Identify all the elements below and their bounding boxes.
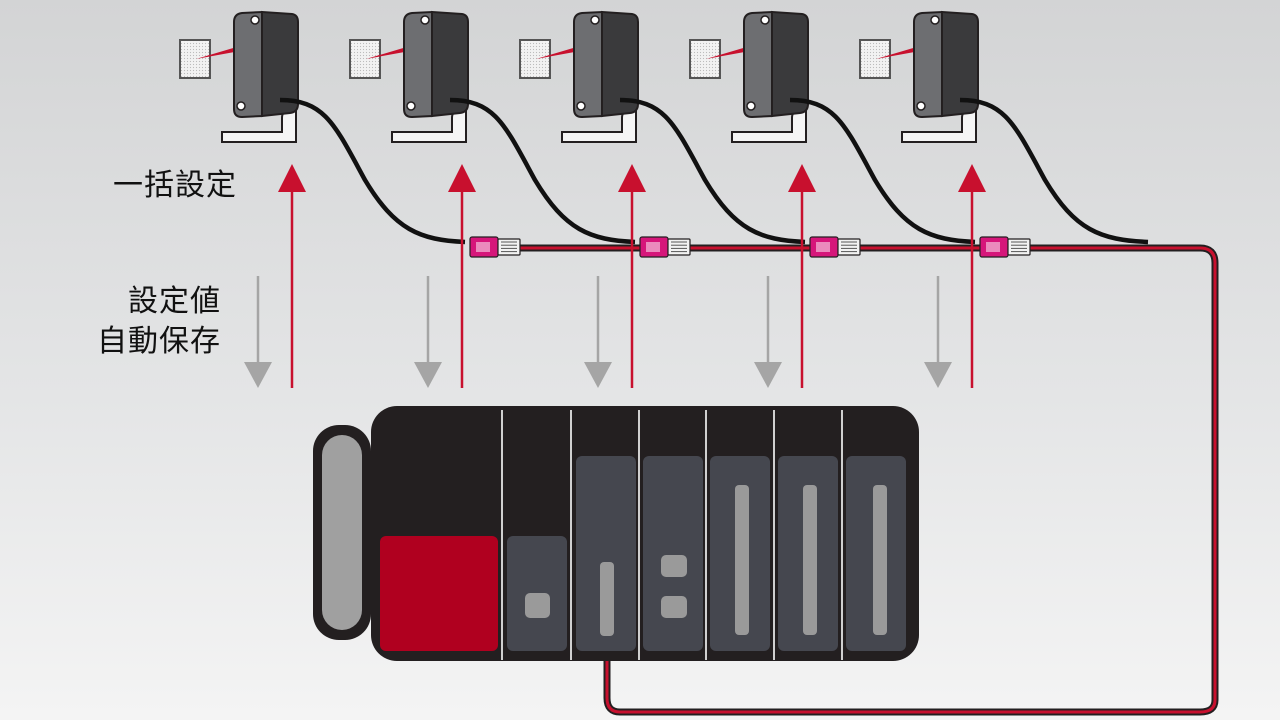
plc-module-3-slot xyxy=(735,485,749,635)
sensor-screw-top xyxy=(930,15,940,25)
batch-setting-arrow-head xyxy=(448,164,476,192)
plc-module-2 xyxy=(643,456,703,651)
sensor-body-front xyxy=(233,10,263,119)
sensor-screw-bottom xyxy=(916,101,926,111)
plc-red-module xyxy=(380,536,498,651)
connector-jack xyxy=(667,238,691,256)
auto-save-arrow-head xyxy=(244,362,272,388)
batch-setting-arrow-head xyxy=(278,164,306,192)
auto-save-arrow-head xyxy=(584,362,612,388)
arrow-group xyxy=(244,164,986,388)
sensor-body-front xyxy=(743,10,773,119)
batch-setting-label: 一括設定 xyxy=(113,168,237,203)
laser-beam xyxy=(706,46,750,59)
connector-highlight xyxy=(986,242,1000,252)
sensor-cable xyxy=(449,97,636,245)
sensor-body-front xyxy=(403,10,433,119)
rj45-connector-icon xyxy=(979,236,1031,258)
sensor-screw-bottom xyxy=(406,101,416,111)
sensor-body-front xyxy=(573,10,603,119)
connector-highlight xyxy=(816,242,830,252)
sensor-group xyxy=(179,10,979,143)
bus-cable-return-red xyxy=(470,246,1217,714)
laser-beam xyxy=(536,46,580,59)
sensor-screw-top xyxy=(760,15,770,25)
laser-sensor-icon xyxy=(179,10,299,143)
auto-save-label-line1: 設定値 xyxy=(128,284,221,319)
sensor-cable xyxy=(279,97,466,245)
auto-save-arrow-head xyxy=(414,362,442,388)
connector-jack xyxy=(837,238,861,256)
reflector-target xyxy=(519,39,551,79)
cable-group xyxy=(279,97,1149,245)
batch-setting-arrow-head xyxy=(958,164,986,192)
rj45-connector-icon xyxy=(469,236,521,258)
plc-rack-icon xyxy=(313,406,919,661)
sensor-screw-top xyxy=(590,15,600,25)
connector-jack xyxy=(497,238,521,256)
sensor-screw-bottom xyxy=(236,101,246,111)
reflector-target xyxy=(179,39,211,79)
auto-save-arrow-head xyxy=(924,362,952,388)
laser-sensor-icon xyxy=(349,10,469,143)
reflector-target xyxy=(689,39,721,79)
auto-save-label: 設定値 自動保存 xyxy=(97,282,221,362)
sensor-cable xyxy=(959,97,1149,245)
laser-beam xyxy=(876,46,920,59)
plc-cpu-led xyxy=(525,593,550,618)
sensor-cable xyxy=(619,97,806,245)
sensor-body-front xyxy=(913,10,943,119)
laser-sensor-icon xyxy=(689,10,809,143)
batch-setting-arrow-head xyxy=(618,164,646,192)
reflector-target xyxy=(859,39,891,79)
plc-module-2-led-bottom xyxy=(661,596,687,618)
batch-setting-arrow-head xyxy=(788,164,816,192)
sensor-screw-bottom xyxy=(746,101,756,111)
laser-beam xyxy=(196,46,240,59)
laser-sensor-icon xyxy=(859,10,979,143)
connector-jack xyxy=(1007,238,1031,256)
connector-group xyxy=(469,236,1031,258)
plc-module-1-slot xyxy=(600,562,614,636)
plc-module-2-led-top xyxy=(661,555,687,577)
connector-highlight xyxy=(476,242,490,252)
plc-module-4-slot xyxy=(803,485,817,635)
plc-module-5-slot xyxy=(873,485,887,635)
sensor-screw-bottom xyxy=(576,101,586,111)
auto-save-label-line2: 自動保存 xyxy=(97,324,221,359)
rj45-connector-icon xyxy=(639,236,691,258)
laser-beam xyxy=(366,46,410,59)
plc-module-1 xyxy=(576,456,636,651)
sensor-screw-top xyxy=(420,15,430,25)
sensor-cable xyxy=(789,97,976,245)
rj45-connector-icon xyxy=(809,236,861,258)
sensor-screw-top xyxy=(250,15,260,25)
plc-power-handle-grip xyxy=(322,435,362,630)
laser-sensor-icon xyxy=(519,10,639,143)
auto-save-arrow-head xyxy=(754,362,782,388)
connector-highlight xyxy=(646,242,660,252)
reflector-target xyxy=(349,39,381,79)
